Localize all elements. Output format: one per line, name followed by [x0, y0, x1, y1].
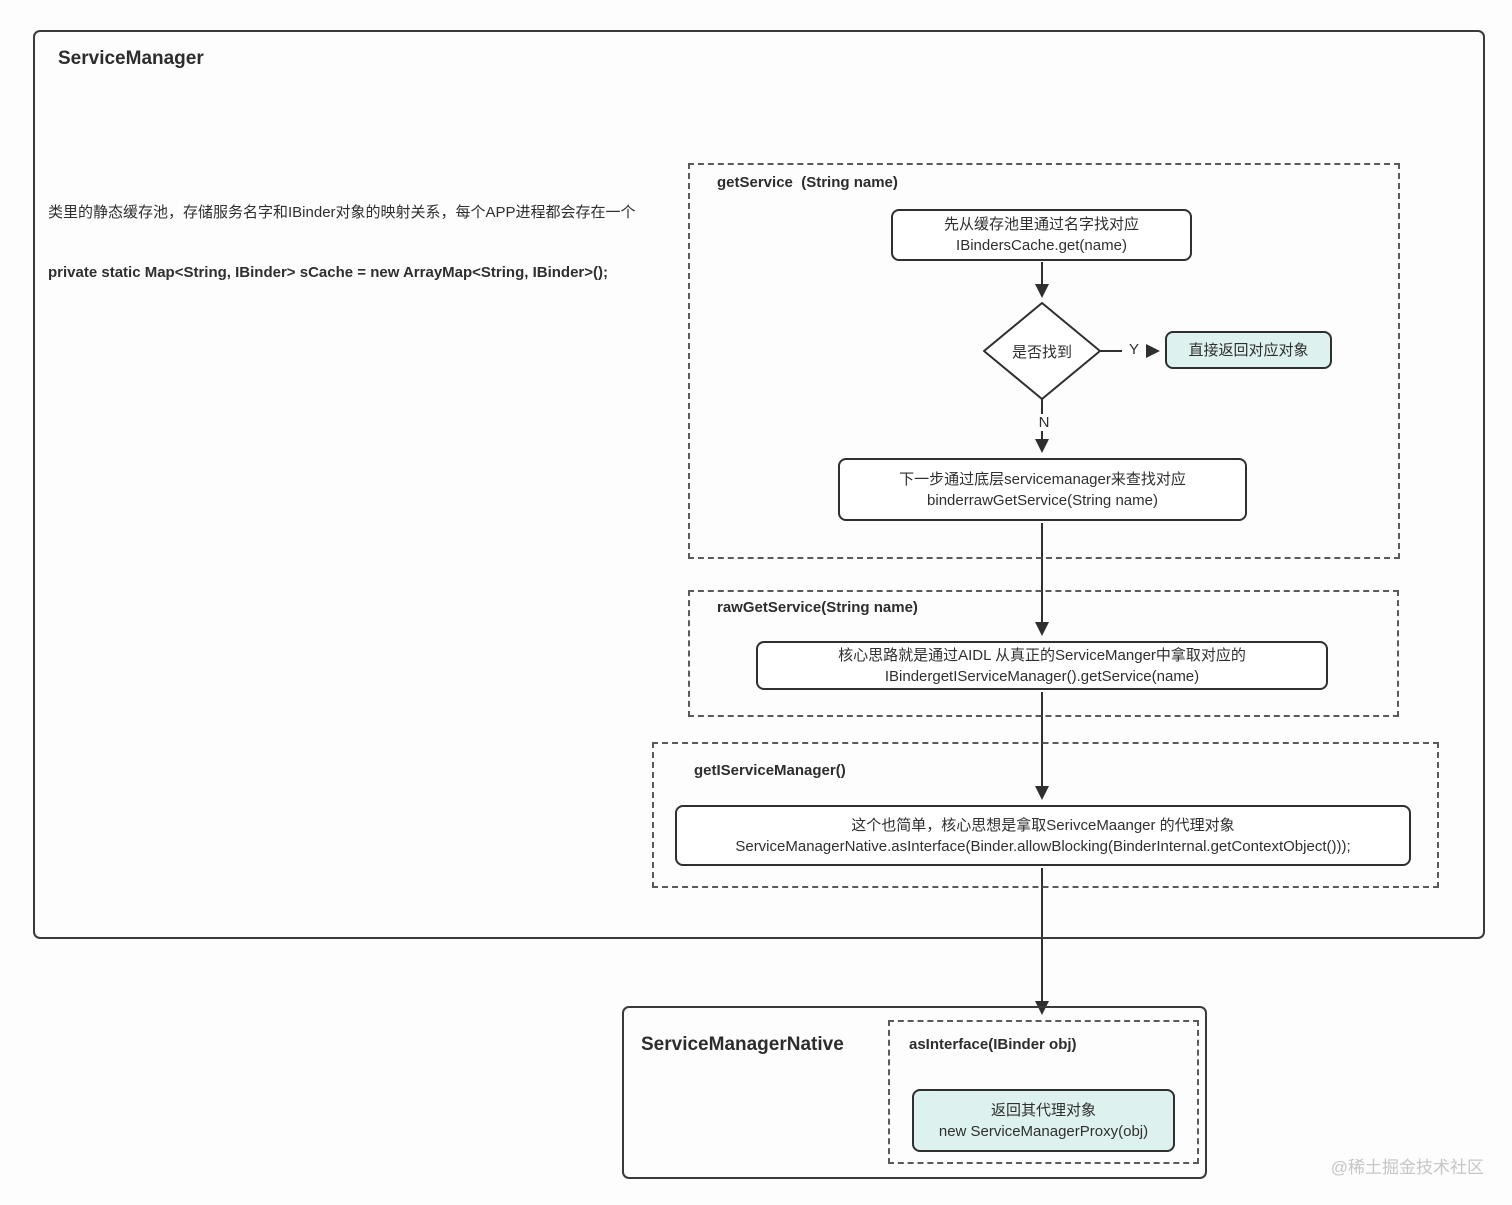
- cache-lookup-node: 先从缓存池里通过名字找对应 IBindersCache.get(name): [891, 209, 1192, 261]
- service-manager-native-title: ServiceManagerNative: [641, 1034, 844, 1055]
- no-edge-label: N: [1032, 414, 1056, 431]
- cache-lookup-line1: 先从缓存池里通过名字找对应: [943, 216, 1139, 233]
- get-service-group-title: getService (String name): [717, 174, 898, 191]
- service-manager-title: ServiceManager: [58, 48, 204, 69]
- fallback-line2: binderrawGetService(String name): [927, 491, 1158, 509]
- get-service-group: [688, 163, 1400, 559]
- decision-diamond: [983, 302, 1101, 400]
- get-iservice-manager-line2: ServiceManagerNative.asInterface(Binder.…: [735, 837, 1351, 855]
- decision-label: 是否找到: [1011, 344, 1072, 361]
- service-manager-native-container: [622, 1006, 1207, 1179]
- proxy-result-node: 返回其代理对象 new ServiceManagerProxy(obj): [912, 1089, 1175, 1152]
- fallback-node: 下一步通过底层servicemanager来查找对应 binderrawGetS…: [838, 458, 1247, 521]
- found-result-label: 直接返回对应对象: [1188, 341, 1309, 359]
- cache-description: 类里的静态缓存池，存储服务名字和IBinder对象的映射关系，每个APP进程都会…: [48, 163, 636, 323]
- yes-edge-label: Y: [1122, 341, 1146, 358]
- as-interface-group: [888, 1020, 1199, 1164]
- cache-lookup-line2: IBindersCache.get(name): [956, 237, 1127, 254]
- proxy-result-line2: new ServiceManagerProxy(obj): [938, 1122, 1149, 1140]
- cache-description-line1: 类里的静态缓存池，存储服务名字和IBinder对象的映射关系，每个APP进程都会…: [48, 204, 636, 221]
- raw-get-service-node: 核心思路就是通过AIDL 从真正的ServiceManger中拿取对应的 IBi…: [756, 641, 1328, 690]
- service-manager-container: [33, 30, 1485, 939]
- get-iservice-manager-line1: 这个也简单，核心思想是拿取SerivceMaanger 的代理对象: [851, 816, 1235, 834]
- as-interface-group-title: asInterface(IBinder obj): [909, 1036, 1077, 1053]
- raw-get-service-group-title: rawGetService(String name): [717, 599, 918, 616]
- get-iservice-manager-group: [652, 742, 1439, 888]
- get-iservice-manager-group-title: getIServiceManager(): [694, 762, 846, 779]
- cache-description-line2: private static Map<String, IBinder> sCac…: [48, 264, 609, 281]
- fallback-line1: 下一步通过底层servicemanager来查找对应: [899, 470, 1186, 488]
- proxy-result-line1: 返回其代理对象: [990, 1101, 1096, 1119]
- raw-get-service-line2: IBindergetIServiceManager().getService(n…: [884, 667, 1200, 685]
- raw-get-service-group: [688, 590, 1399, 717]
- watermark: @稀土掘金技术社区: [1330, 1158, 1484, 1177]
- get-iservice-manager-node: 这个也简单，核心思想是拿取SerivceMaanger 的代理对象 Servic…: [675, 805, 1411, 866]
- raw-get-service-line1: 核心思路就是通过AIDL 从真正的ServiceManger中拿取对应的: [838, 646, 1246, 664]
- found-result-node: 直接返回对应对象: [1165, 331, 1332, 369]
